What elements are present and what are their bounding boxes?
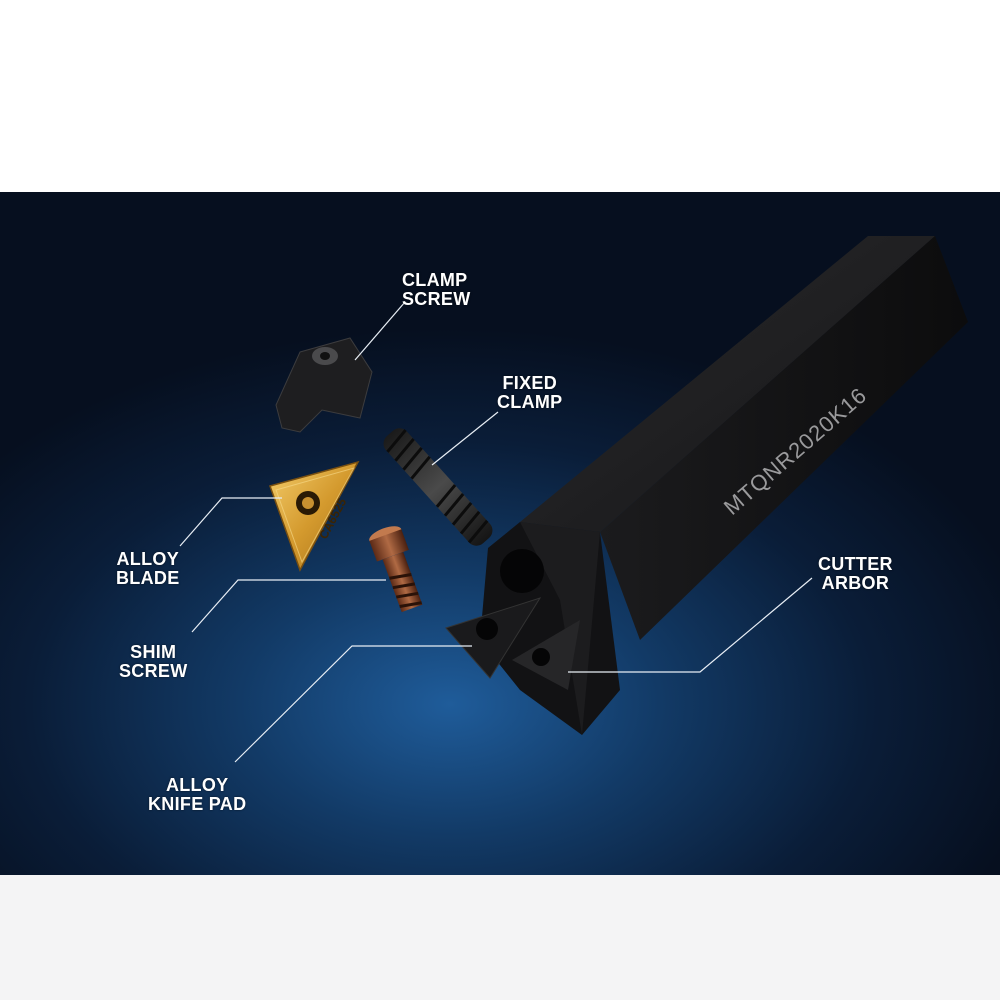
fixed-clamp-leader [431, 411, 499, 466]
label-cutter-arbor: CUTTER ARBOR [818, 555, 893, 593]
label-shim-screw: SHIM SCREW [119, 643, 188, 681]
label-cutter-arbor-line1: CUTTER [818, 554, 893, 574]
shim-screw [369, 526, 423, 613]
tool-holder: MTQNR2020K16 [445, 236, 968, 735]
label-shim-screw-line2: SCREW [119, 661, 188, 681]
alloy-blade-leader [179, 497, 282, 547]
label-alloy-knife-pad-line2: KNIFE PAD [148, 794, 247, 814]
knife-pad-hole [476, 618, 498, 640]
label-alloy-blade-line1: ALLOY [116, 549, 179, 569]
callout-lines [179, 301, 813, 763]
label-cutter-arbor-line2: ARBOR [821, 573, 890, 593]
label-alloy-blade: ALLOY BLADE [116, 550, 180, 588]
cutter-arbor-leader [568, 577, 813, 673]
label-fixed-clamp-line2: CLAMP [497, 392, 563, 412]
shim-screw-hole [500, 549, 544, 593]
label-clamp-screw-line2: SCREW [402, 289, 471, 309]
holder-side-face [600, 236, 968, 640]
holder-head-face [520, 522, 600, 735]
clamp-screw-leader [354, 301, 406, 361]
label-fixed-clamp-line1: FIXED [502, 373, 557, 393]
shim-screw-leader [191, 579, 386, 633]
insert-seat-hole [532, 648, 550, 666]
label-fixed-clamp: FIXED CLAMP [497, 374, 563, 412]
label-alloy-knife-pad: ALLOY KNIFE PAD [148, 776, 246, 814]
label-alloy-knife-pad-line1: ALLOY [165, 775, 229, 795]
alloy-blade-insert: CA6525 [269, 460, 360, 572]
bottom-band [0, 875, 1000, 1000]
clamp-part [275, 337, 373, 433]
label-clamp-screw: CLAMP SCREW [402, 271, 471, 309]
alloy-knife-pad-leader [234, 645, 472, 763]
label-alloy-blade-line2: BLADE [116, 568, 180, 588]
label-shim-screw-line1: SHIM [130, 642, 177, 662]
fixed-clamp-screw [383, 428, 493, 546]
label-clamp-screw-line1: CLAMP [402, 270, 468, 290]
holder-top-face [520, 236, 935, 532]
